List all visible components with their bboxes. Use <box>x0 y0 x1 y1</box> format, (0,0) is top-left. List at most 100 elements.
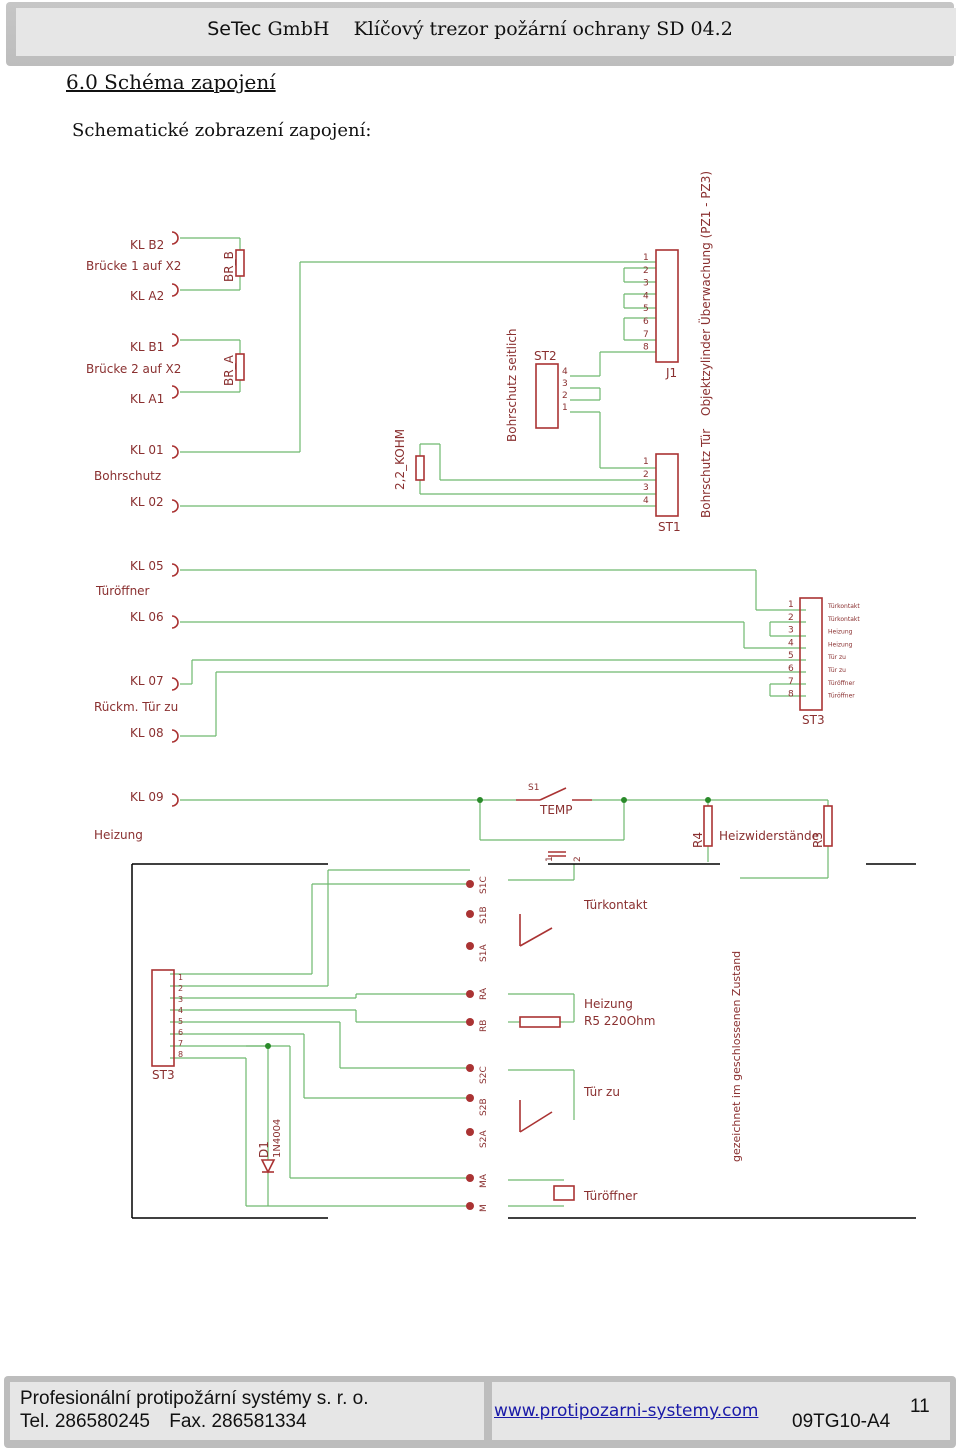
resistor-2k2 <box>415 455 425 481</box>
label-bohrschutz: Bohrschutz <box>94 469 161 483</box>
st3-pin-number: 7 <box>788 677 794 687</box>
resistor-br-b <box>235 249 245 277</box>
resistor-br-a <box>235 353 245 381</box>
label-bohrschutz-tur: Bohrschutz Tür <box>699 429 713 518</box>
schematic-labels: KL B2 Brücke 1 auf X2 KL A2 KL B1 Brücke… <box>86 171 825 1203</box>
label-st1: ST1 <box>658 520 681 534</box>
label-d1: D1 <box>257 1141 271 1158</box>
label-kl-02: KL 02 <box>130 495 164 509</box>
st3-pin-number: 2 <box>788 613 794 623</box>
label-heizung-r5: Heizung <box>584 997 633 1011</box>
label-gezeichnet: gezeichnet im geschlossenen Zustand <box>730 951 743 1162</box>
st3-pin-number: 1 <box>788 600 794 610</box>
header-bar <box>6 2 956 66</box>
label-2k2: 2,2_KOHM <box>393 429 407 490</box>
label-temp: TEMP <box>539 803 573 817</box>
page-header: SeTec GmbH Klíčový trezor požární ochran… <box>0 18 940 40</box>
st3-pin-name: Heizung <box>828 629 853 636</box>
st3-bottom-pin-number: 4 <box>178 1006 183 1015</box>
footer-right-panel <box>492 1382 950 1440</box>
relay-board-frame <box>131 863 916 1219</box>
footer-website-link[interactable]: www.protipozarni-systemy.com <box>494 1401 759 1421</box>
st3-pin-number: 8 <box>788 690 794 700</box>
relay-coil <box>553 1185 575 1201</box>
st3-pin-number: 5 <box>788 651 794 661</box>
label-br-b: BR_B <box>222 251 236 282</box>
j1-pin-number: 3 <box>643 279 649 289</box>
footer-contacts: Tel. 286580245 Fax. 286581334 <box>20 1411 321 1433</box>
st3-bottom-pin-number: 6 <box>178 1028 183 1037</box>
label-r3: R3 <box>811 832 825 848</box>
label-tur-zu: Tür zu <box>583 1085 620 1099</box>
label-kl-a1: KL A1 <box>130 392 164 406</box>
label-objektzylinder: Objektzylinder Überwachung (PZ1 - PZ3) <box>697 171 713 416</box>
footer-bar <box>4 1376 956 1448</box>
j1-pin-number: 7 <box>643 330 649 340</box>
st3-pin-number: 3 <box>788 626 794 636</box>
connector-st3-bottom <box>151 969 175 1067</box>
footer-company: Profesionální protipožární systémy s. r.… <box>20 1388 369 1409</box>
label-kl-06: KL 06 <box>130 610 164 624</box>
wires <box>170 237 829 1207</box>
connector-j1 <box>655 249 679 363</box>
label-bridge1: Brücke 1 auf X2 <box>86 259 181 273</box>
terminal-name: S2B <box>479 1098 489 1116</box>
label-kl-a2: KL A2 <box>130 289 164 303</box>
label-st3-top: ST3 <box>802 713 825 727</box>
st3-bottom-pin-number: 1 <box>178 973 183 982</box>
j1-pin-number: 8 <box>643 343 649 353</box>
terminal-name: MA <box>479 1173 489 1188</box>
footer-doc-code: 09TG10-A4 <box>792 1411 891 1432</box>
st3-pin-name: Türkontakt <box>827 616 860 623</box>
st3-pin-name: Tür zu <box>827 654 846 661</box>
relay-terminals <box>466 880 474 1210</box>
terminal-name: S1C <box>479 876 489 894</box>
st3-pin-number: 4 <box>788 638 794 648</box>
label-j1: J1 <box>665 366 677 380</box>
section-title: 6.0 Schéma zapojení <box>66 70 276 94</box>
st3-bottom-pin-number: 2 <box>178 984 183 993</box>
connector-st2 <box>535 363 559 429</box>
terminal-name: S1B <box>479 906 489 924</box>
st2-pin-number: 2 <box>562 391 568 401</box>
terminal-name: RB <box>479 1020 489 1032</box>
label-kl-07: KL 07 <box>130 674 164 688</box>
st2-pin-number: 4 <box>562 367 568 377</box>
label-bohrschutz-seitlich: Bohrschutz seitlich <box>505 328 519 442</box>
label-st2: ST2 <box>534 349 557 363</box>
j1-pin-number: 6 <box>643 317 649 327</box>
terminal-name: M <box>479 1204 489 1212</box>
st2-pin-number: 3 <box>562 379 568 389</box>
label-kl-01: KL 01 <box>130 443 164 457</box>
page-number: 11 <box>910 1396 930 1417</box>
label-s1: S1 <box>528 783 539 793</box>
junction-dots <box>265 797 711 1049</box>
components <box>151 231 833 1201</box>
st1-pin-number: 3 <box>643 483 649 493</box>
st3-bottom-pin-number: 8 <box>178 1050 183 1059</box>
resistor-r5 <box>519 1016 561 1028</box>
terminal-name: RA <box>479 987 489 1000</box>
st1-pin-number: 1 <box>643 457 649 467</box>
wiring-schematic: KL B2 Brücke 1 auf X2 KL A2 KL B1 Brücke… <box>86 171 916 1219</box>
st3-bottom-pin-number: 3 <box>178 995 183 1004</box>
label-turkontakt: Türkontakt <box>583 898 648 912</box>
header-inner <box>16 8 956 56</box>
label-r4: R4 <box>691 832 705 848</box>
label-x2-1: 1 <box>545 856 555 862</box>
label-diode: 1N4004 <box>272 1119 283 1158</box>
label-r5: R5 220Ohm <box>584 1014 655 1028</box>
st3-pin-name: Türöffner <box>827 680 855 687</box>
header-product: Klíčový trezor požární ochrany SD 04.2 <box>353 18 733 40</box>
st3-bottom-pin-number: 5 <box>178 1017 183 1026</box>
header-company: SeTec <box>207 18 262 40</box>
label-bridge2: Brücke 2 auf X2 <box>86 362 181 376</box>
j1-pin-number: 5 <box>643 304 649 314</box>
label-heizwiderstande: Heizwiderstände <box>719 829 819 843</box>
